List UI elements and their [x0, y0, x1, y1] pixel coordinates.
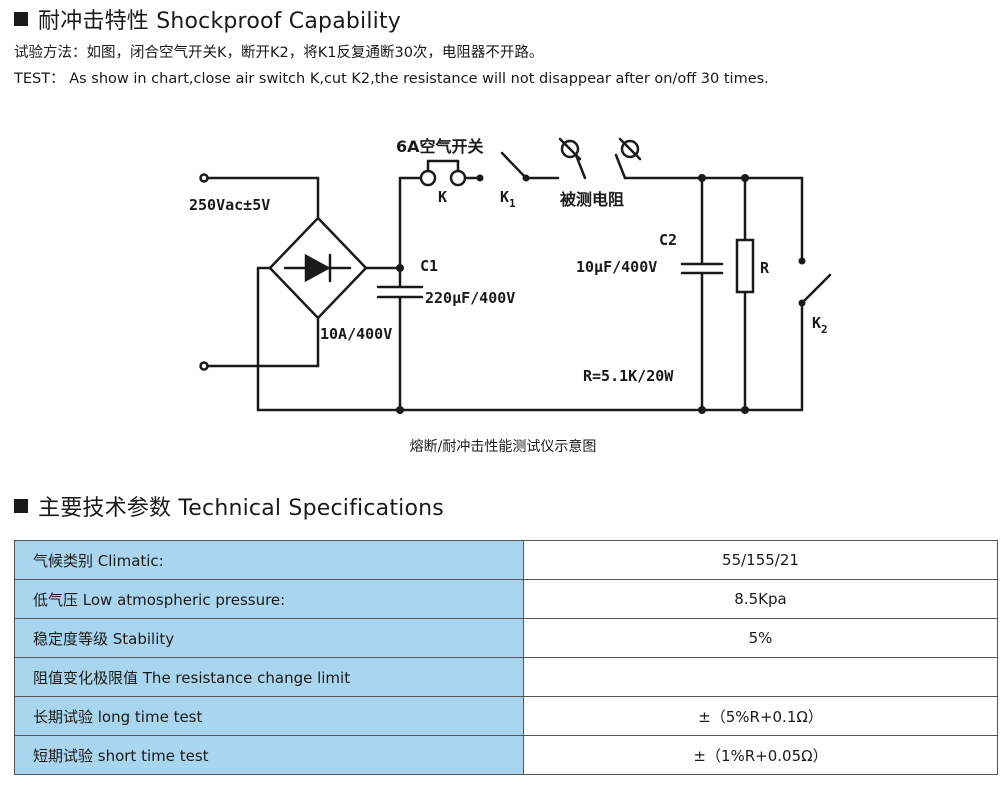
- spec-label: 低气压 Low atmospheric pressure:: [14, 579, 524, 619]
- spec-value: ±（1%R+0.05Ω）: [523, 735, 998, 775]
- spec-value: ±（5%R+0.1Ω）: [523, 696, 998, 736]
- switch-k2-label: K2: [812, 314, 828, 336]
- switch-k1-label: K1: [500, 188, 516, 210]
- square-bullet-icon: [14, 12, 28, 26]
- table-row: 长期试验 long time test ±（5%R+0.1Ω）: [14, 696, 998, 736]
- table-row: 气候类别 Climatic: 55/155/21: [14, 540, 998, 580]
- table-row: 阻值变化极限值 The resistance change limit: [14, 657, 998, 697]
- square-bullet-icon: [14, 499, 28, 513]
- spec-label: 短期试验 short time test: [14, 735, 524, 775]
- spec-label: 气候类别 Climatic:: [14, 540, 524, 580]
- circuit-diagram: 6A空气开关 K K1 被测电阻 C2 10μF/400V 250Vac±5V …: [189, 137, 832, 414]
- section-header-shockproof: 耐冲击特性 Shockproof Capability: [14, 3, 401, 35]
- table-row: 低气压 Low atmospheric pressure: 8.5Kpa: [14, 579, 998, 619]
- air-switch-label: 6A空气开关: [396, 137, 484, 156]
- spec-label: 阻值变化极限值 The resistance change limit: [14, 657, 524, 697]
- resistor-r-label: R: [760, 259, 770, 277]
- dut-resistor-label: 被测电阻: [560, 190, 624, 209]
- spec-value: [523, 657, 998, 697]
- test-method-cn: 试验方法：如图，闭合空气开关K，断开K2，将K1反复通断30次，电阻器不开路。: [14, 45, 544, 61]
- spec-value: 5%: [523, 618, 998, 658]
- capacitor-c1-value: 220μF/400V: [425, 289, 515, 307]
- section-header-specs: 主要技术参数 Technical Specifications: [14, 490, 444, 522]
- spec-value: 55/155/21: [523, 540, 998, 580]
- switch-k-label: K: [438, 188, 447, 206]
- spec-value: 8.5Kpa: [523, 579, 998, 619]
- spec-label: 稳定度等级 Stability: [14, 618, 524, 658]
- capacitor-c2-value: 10μF/400V: [576, 258, 657, 276]
- section-title: 耐冲击特性 Shockproof Capability: [38, 9, 402, 34]
- table-row: 稳定度等级 Stability 5%: [14, 618, 998, 658]
- resistor-r-value: R=5.1K/20W: [583, 367, 674, 385]
- spec-table: 气候类别 Climatic: 55/155/21 低气压 Low atmosph…: [14, 540, 998, 775]
- source-voltage-label: 250Vac±5V: [189, 196, 270, 214]
- bridge-rating-label: 10A/400V: [320, 325, 392, 343]
- capacitor-c2-label: C2: [659, 231, 677, 249]
- test-method-en: TEST： As show in chart,close air switch …: [14, 71, 769, 87]
- section-title: 主要技术参数 Technical Specifications: [38, 496, 444, 521]
- diagram-caption: 熔断/耐冲击性能测试仪示意图: [409, 439, 597, 455]
- table-row: 短期试验 short time test ±（1%R+0.05Ω）: [14, 735, 998, 775]
- spec-label: 长期试验 long time test: [14, 696, 524, 736]
- capacitor-c1-label: C1: [420, 257, 438, 275]
